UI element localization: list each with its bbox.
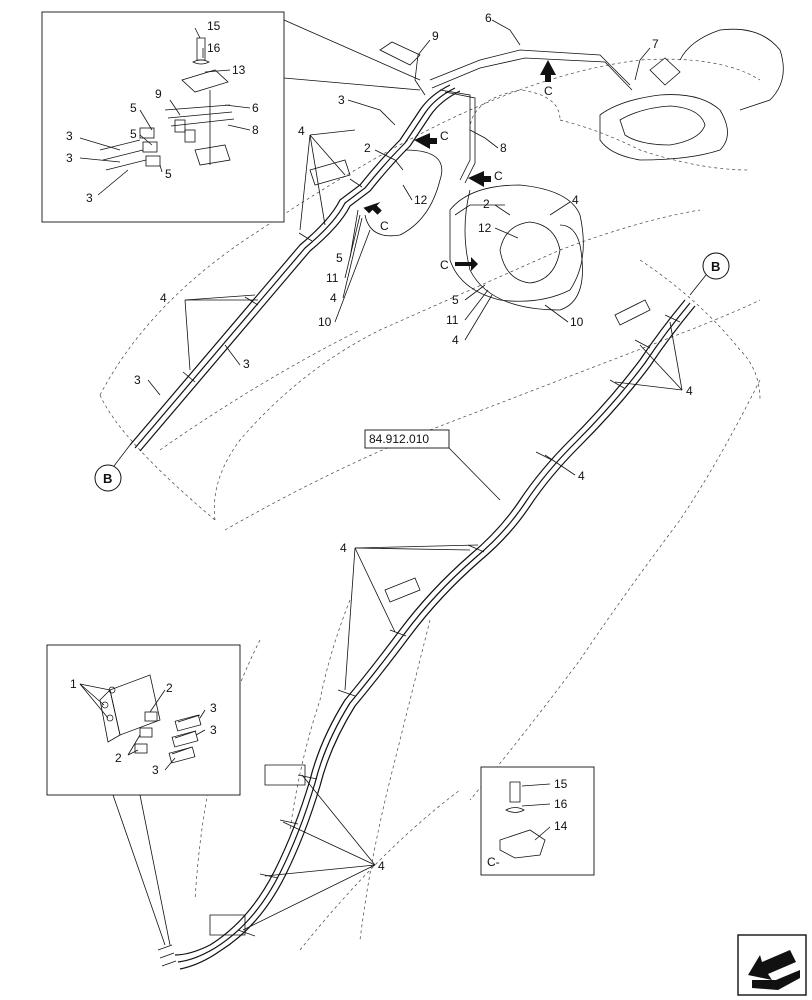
label-4-lower-fan: 4: [378, 859, 385, 873]
inset1-label-8: 8: [252, 123, 259, 137]
label-8: 8: [500, 141, 507, 155]
inset1-label-3b: 3: [66, 151, 73, 165]
clamps: [182, 159, 681, 937]
b-marker-top: [689, 252, 730, 296]
label-4-mid: 4: [578, 469, 585, 483]
inset1-label-5a: 5: [130, 101, 137, 115]
inset2-label-2b: 2: [115, 751, 122, 765]
label-4-left-fan: 4: [160, 291, 167, 305]
label-2-right: 2: [483, 197, 490, 211]
label-7: 7: [652, 37, 659, 51]
viewc-caption: C-: [487, 855, 500, 869]
reference-text[interactable]: 84.912.010: [369, 432, 429, 446]
viewc-label-15: 15: [554, 777, 568, 791]
label-4-left-stack: 4: [330, 291, 337, 305]
label-9: 9: [432, 29, 439, 43]
inset1-label-3a: 3: [66, 129, 73, 143]
inset2-label-3c: 3: [152, 763, 159, 777]
hoses: [129, 49, 696, 970]
c-label-2: C: [440, 129, 449, 143]
inset-bottom-left: [46, 644, 241, 946]
inset1-label-3c: 3: [86, 191, 93, 205]
arrow-icon[interactable]: [737, 934, 807, 996]
main-leaders: [147, 19, 683, 931]
inset-view-c: [480, 766, 595, 876]
c-label-4: C: [380, 219, 389, 233]
label-3-top: 3: [338, 93, 345, 107]
label-12-left: 12: [414, 193, 428, 207]
inset1-label-6: 6: [252, 101, 259, 115]
inset2-label-2a: 2: [166, 681, 173, 695]
viewc-label-16: 16: [554, 797, 568, 811]
inset2-label-3b: 3: [210, 723, 217, 737]
label-3-left-mid: 3: [243, 357, 250, 371]
inset1-label-13: 13: [232, 63, 246, 77]
inset1-label-16: 16: [207, 41, 221, 55]
c-label-1: C: [544, 84, 553, 98]
inset1-label-5c: 5: [165, 167, 172, 181]
reference-box[interactable]: [364, 429, 501, 501]
inset1-label-9: 9: [155, 87, 162, 101]
label-5-right: 5: [452, 293, 459, 307]
inset2-label-1: 1: [70, 677, 77, 691]
b-marker-top-text: B: [711, 259, 720, 274]
c-label-3: C: [494, 169, 503, 183]
label-4-right-top: 4: [572, 193, 579, 207]
label-6: 6: [485, 11, 492, 25]
c-label-5: C: [440, 258, 449, 272]
label-4-mid-fan: 4: [340, 541, 347, 555]
inset-top-left: [41, 11, 421, 223]
machine-outline: [99, 58, 761, 951]
inset1-label-15: 15: [207, 19, 221, 33]
label-11-right: 11: [446, 313, 459, 327]
viewc-label-14: 14: [554, 819, 568, 833]
label-5-left: 5: [336, 251, 343, 265]
inset1-label-5b: 5: [130, 127, 137, 141]
label-3-left-low: 3: [134, 373, 141, 387]
label-11-left: 11: [326, 271, 339, 285]
label-2-left: 2: [364, 141, 371, 155]
label-12-right: 12: [478, 221, 492, 235]
label-10-left: 10: [318, 315, 332, 329]
label-4-right-fan: 4: [686, 384, 693, 398]
view-c-arrows: [363, 60, 556, 271]
inset2-label-3a: 3: [210, 701, 217, 715]
b-marker-bottom-text: B: [103, 471, 112, 486]
b-marker-bottom: [94, 444, 131, 492]
label-10-right: 10: [570, 315, 584, 329]
label-4-right-stack: 4: [452, 333, 459, 347]
label-4-top: 4: [298, 124, 305, 138]
